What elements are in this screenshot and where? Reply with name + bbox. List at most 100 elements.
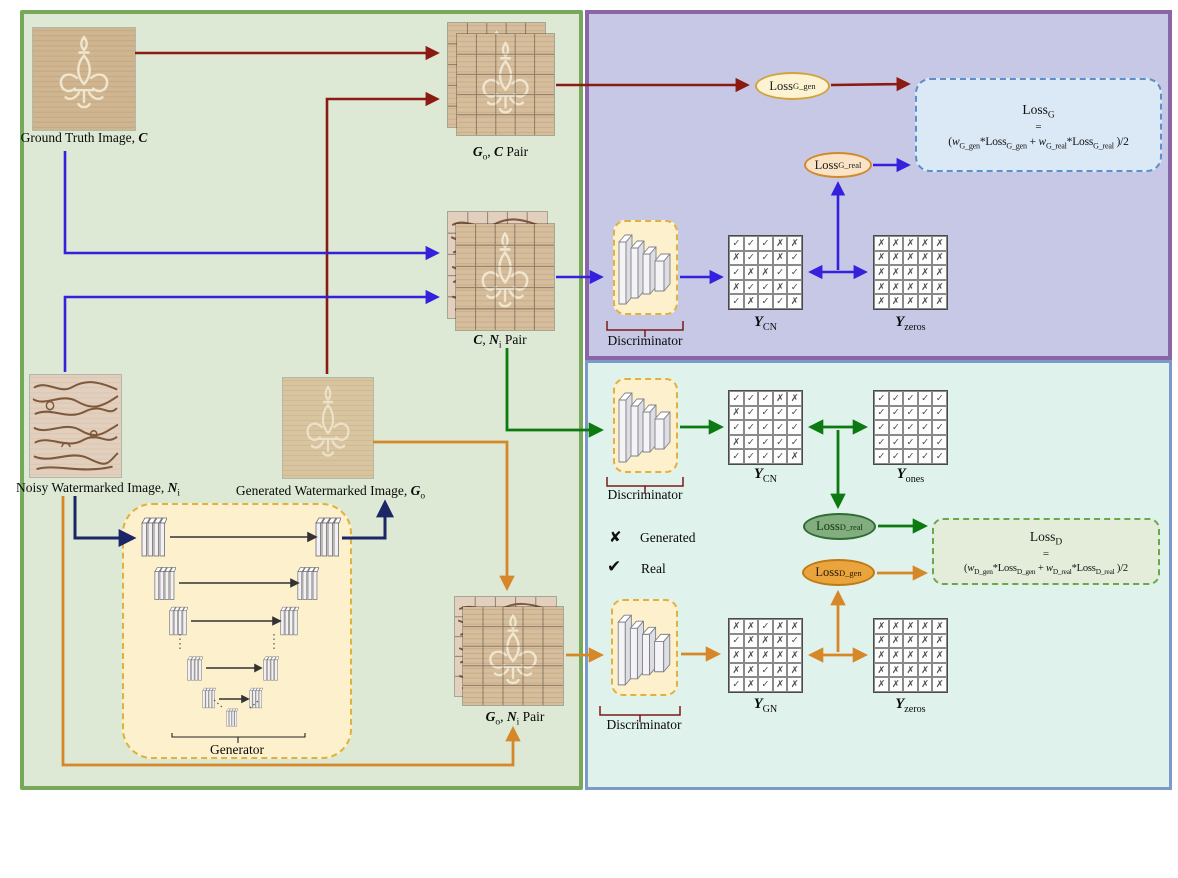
real-check-icon: ✔ — [607, 557, 622, 577]
real-check-cell: ✓ — [903, 420, 918, 435]
generated-x-cell: ✗ — [743, 265, 759, 280]
real-check-cell: ✓ — [888, 420, 904, 435]
real-check-cell: ✓ — [917, 449, 933, 464]
real-check-cell: ✓ — [758, 250, 773, 266]
generated-x-cell: ✗ — [903, 633, 918, 649]
generated-x-cell: ✗ — [903, 619, 918, 634]
real-check-cell: ✓ — [743, 236, 759, 251]
generated-x-cell: ✗ — [888, 677, 904, 692]
generated-x-cell: ✗ — [903, 677, 918, 692]
generated-x-cell: ✗ — [903, 265, 918, 280]
real-check-cell: ✓ — [874, 434, 889, 450]
ycn-grid-discriminator: ✓✓✓✗✗✗✓✓✓✓✓✓✓✓✓✗✓✓✓✓✓✓✓✓✗ — [728, 390, 803, 465]
real-check-cell: ✓ — [874, 391, 889, 406]
loss-g-equals: = — [1035, 121, 1042, 133]
generated-x-cell: ✗ — [743, 677, 759, 692]
generated-x-cell: ✗ — [932, 619, 947, 634]
loss-d-formula: (wD_gen*LossD_gen + wD_real*LossD_real )… — [964, 563, 1128, 577]
generated-x-cell: ✗ — [743, 648, 759, 663]
generated-x-cell: ✗ — [917, 677, 933, 692]
real-check-cell: ✓ — [772, 434, 788, 450]
discriminator-label-3: Discriminator — [606, 717, 682, 732]
noisy-image-label: Noisy Watermarked Image, Ni — [16, 480, 180, 499]
generated-x-icon: ✘ — [609, 528, 622, 546]
generated-x-cell: ✗ — [888, 633, 904, 649]
loss-g-title: LossG — [1022, 102, 1055, 121]
generated-x-cell: ✗ — [932, 677, 947, 692]
ycn-label-1: YCN — [754, 314, 777, 333]
yzeros-grid-discriminator: ✗✗✗✗✗✗✗✗✗✗✗✗✗✗✗✗✗✗✗✗✗✗✗✗✗ — [873, 618, 948, 693]
generated-x-cell: ✗ — [917, 648, 933, 663]
c-ni-pair-image — [448, 212, 554, 330]
ground-truth-label: Ground Truth Image, C — [20, 130, 148, 145]
real-check-cell: ✓ — [743, 405, 759, 421]
real-check-cell: ✓ — [758, 391, 773, 406]
generated-x-cell: ✗ — [772, 662, 788, 678]
generated-x-cell: ✗ — [917, 265, 933, 280]
generated-x-cell: ✗ — [932, 294, 947, 309]
generated-x-cell: ✗ — [772, 619, 788, 634]
generated-x-cell: ✗ — [932, 265, 947, 280]
generated-x-cell: ✗ — [758, 648, 773, 663]
go-c-pair-label: Go, C Pair — [472, 144, 529, 163]
generated-x-cell: ✗ — [888, 619, 904, 634]
generated-x-cell: ✗ — [888, 250, 904, 266]
real-check-cell: ✓ — [758, 677, 773, 692]
generated-x-cell: ✗ — [743, 619, 759, 634]
generated-x-cell: ✗ — [874, 279, 889, 295]
real-check-cell: ✓ — [729, 391, 744, 406]
generated-x-cell: ✗ — [903, 662, 918, 678]
real-check-cell: ✓ — [917, 391, 933, 406]
real-check-cell: ✓ — [787, 633, 802, 649]
unet-generator-icon — [141, 517, 341, 743]
real-check-cell: ✓ — [743, 279, 759, 295]
real-check-cell: ✓ — [743, 434, 759, 450]
real-check-cell: ✓ — [758, 420, 773, 435]
real-check-cell: ✓ — [729, 677, 744, 692]
real-check-cell: ✓ — [743, 420, 759, 435]
generated-x-cell: ✗ — [772, 648, 788, 663]
go-ni-pair-image — [455, 597, 565, 705]
ycn-label-2: YCN — [754, 466, 777, 485]
generated-x-cell: ✗ — [729, 279, 744, 295]
generated-x-cell: ✗ — [903, 236, 918, 251]
generated-image-label: Generated Watermarked Image, Go — [235, 483, 426, 502]
real-check-cell: ✓ — [888, 449, 904, 464]
generated-x-cell: ✗ — [874, 250, 889, 266]
real-check-cell: ✓ — [888, 434, 904, 450]
generator-label: Generator — [210, 742, 264, 757]
real-check-cell: ✓ — [758, 279, 773, 295]
generated-x-cell: ✗ — [787, 648, 802, 663]
real-check-cell: ✓ — [758, 662, 773, 678]
real-check-cell: ✓ — [917, 405, 933, 421]
yones-grid: ✓✓✓✓✓✓✓✓✓✓✓✓✓✓✓✓✓✓✓✓✓✓✓✓✓ — [873, 390, 948, 465]
real-check-cell: ✓ — [743, 250, 759, 266]
real-check-cell: ✓ — [787, 405, 802, 421]
generated-x-cell: ✗ — [888, 236, 904, 251]
generated-x-cell: ✗ — [772, 633, 788, 649]
generated-x-cell: ✗ — [874, 662, 889, 678]
real-check-cell: ✓ — [932, 449, 947, 464]
real-check-cell: ✓ — [903, 434, 918, 450]
discriminator-cnn-icon-2 — [613, 378, 678, 473]
generated-x-cell: ✗ — [758, 633, 773, 649]
real-check-cell: ✓ — [729, 420, 744, 435]
c-ni-pair-front-image — [456, 224, 554, 330]
yzeros-label-1: Yzeros — [895, 314, 926, 333]
noisy-watermarked-image — [30, 375, 121, 477]
loss-g-formula-box: LossG = (wG_gen*LossG_gen + wG_real*Loss… — [915, 78, 1162, 172]
generated-x-cell: ✗ — [787, 236, 802, 251]
generated-x-cell: ✗ — [772, 279, 788, 295]
real-check-cell: ✓ — [743, 391, 759, 406]
real-check-cell: ✓ — [932, 420, 947, 435]
legend-generated-label: Generated — [640, 530, 696, 545]
generated-x-cell: ✗ — [729, 434, 744, 450]
generated-x-cell: ✗ — [932, 250, 947, 266]
real-check-cell: ✓ — [758, 294, 773, 309]
real-check-cell: ✓ — [903, 405, 918, 421]
real-check-cell: ✓ — [729, 294, 744, 309]
generated-x-cell: ✗ — [903, 648, 918, 663]
